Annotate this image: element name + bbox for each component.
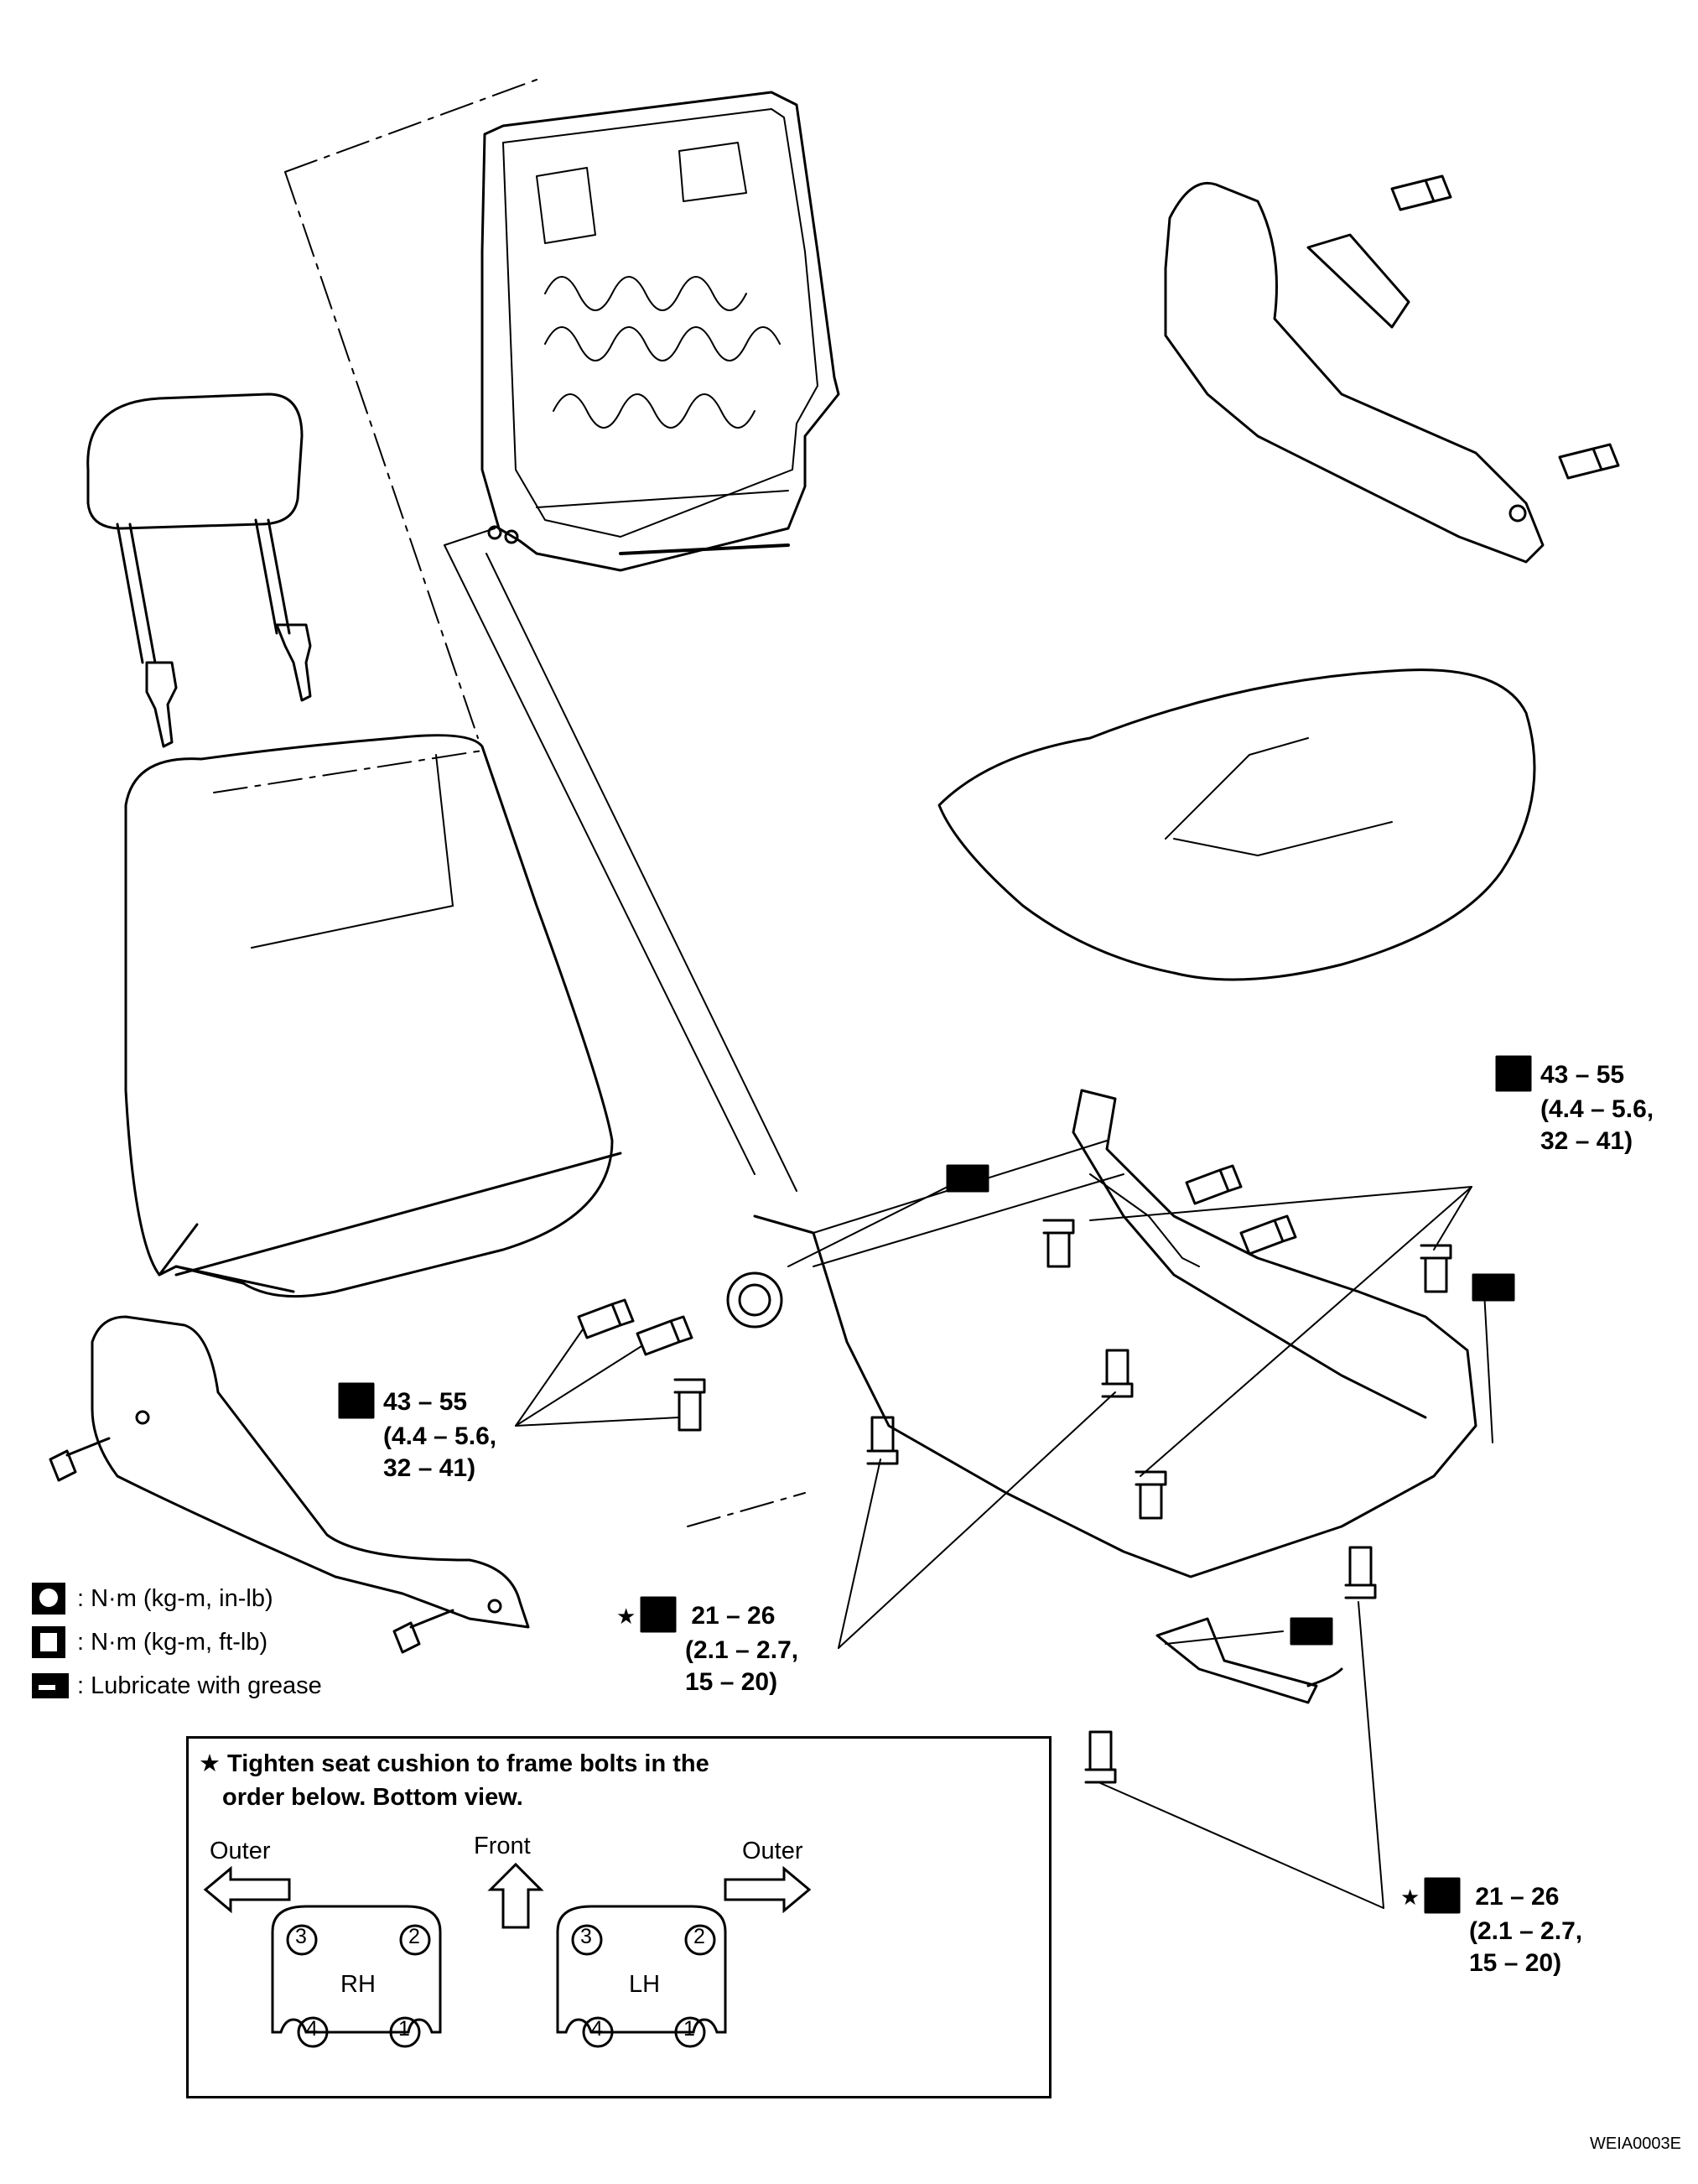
torque-wrench-icon — [1431, 1879, 1468, 1916]
seatback-cushion — [124, 734, 622, 1298]
torque-spec-upper-right: 43 – 55 (4.4 – 5.6, 32 – 41) — [1497, 1057, 1654, 1157]
seatback-frame — [480, 91, 840, 572]
bolt-number: 3 — [580, 1925, 592, 1948]
torque-wrench-in-lb-icon — [32, 1583, 65, 1615]
torque-value: 21 – 26 — [691, 1602, 776, 1630]
inset-title: ★ Tighten seat cushion to frame bolts in… — [199, 1747, 709, 1814]
bolt-icons — [49, 174, 1620, 1784]
seat-cushion — [937, 668, 1536, 981]
arrow-up-icon — [487, 1862, 544, 1929]
torque-value-ftlb: 15 – 20) — [685, 1668, 778, 1696]
bolt-number: 3 — [295, 1925, 307, 1948]
recliner-cover-right — [1164, 181, 1545, 564]
torque-value-kgm: (4.4 – 5.6, — [383, 1422, 497, 1450]
torque-marker-icons — [338, 1055, 1532, 1914]
bolt-number: 4 — [591, 2017, 603, 2041]
seat-frame — [726, 1089, 1477, 1704]
arrow-right-icon — [724, 1865, 812, 1914]
bolt-order-inset: ★ Tighten seat cushion to frame bolts in… — [186, 1736, 1052, 2098]
torque-value: 43 – 55 — [1540, 1061, 1625, 1089]
torque-spec-lower-right: ★ 21 – 26 (2.1 – 2.7, 15 – 20) — [1400, 1879, 1582, 1979]
label-outer-right: Outer — [742, 1838, 803, 1864]
torque-value-kgm: (4.4 – 5.6, — [1540, 1095, 1654, 1123]
seat-outline-lh — [556, 1905, 727, 2034]
symbol-legend: : N·m (kg-m, in-lb) : N·m (kg-m, ft-lb) … — [30, 1577, 322, 1708]
torque-wrench-icon — [340, 1384, 376, 1421]
torque-value: 43 – 55 — [383, 1388, 468, 1416]
bolt-number: 2 — [693, 1925, 705, 1948]
star-marker: ★ — [1400, 1885, 1420, 1910]
legend-text: : Lubricate with grease — [77, 1672, 322, 1699]
torque-value-ftlb: 15 – 20) — [1469, 1949, 1562, 1977]
legend-text: : N·m (kg-m, in-lb) — [77, 1585, 273, 1612]
inset-diagram — [203, 1862, 812, 2048]
bolt-number: 4 — [306, 2017, 318, 2041]
torque-wrench-icon — [1497, 1057, 1534, 1094]
legend-item: : Lubricate with grease — [30, 1664, 322, 1708]
grease-marker-icons — [946, 1164, 1515, 1646]
recliner-cover-left — [91, 1315, 530, 1629]
bolt-number: 2 — [408, 1925, 420, 1948]
torque-wrench-icon — [647, 1598, 684, 1635]
torque-wrench-ft-lb-icon — [32, 1626, 65, 1658]
label-front: Front — [474, 1833, 531, 1859]
seat-outline-rh — [271, 1905, 442, 2034]
torque-value-ftlb: 32 – 41) — [383, 1454, 476, 1482]
seat-side-lh: LH — [629, 1971, 661, 1998]
inset-title-line1: ★ Tighten seat cushion to frame bolts in… — [199, 1750, 709, 1777]
legend-item: : N·m (kg-m, in-lb) — [30, 1577, 322, 1620]
arrow-left-icon — [203, 1865, 291, 1914]
headrest — [86, 393, 312, 748]
inset-title-line2: order below. Bottom view. — [222, 1784, 523, 1811]
bolt-number: 1 — [683, 2017, 695, 2041]
grease-gun-icon — [32, 1673, 69, 1698]
seat-side-rh: RH — [340, 1971, 376, 1998]
bolt-number: 1 — [398, 2017, 410, 2041]
legend-text: : N·m (kg-m, ft-lb) — [77, 1629, 268, 1656]
torque-spec-center-lower: ★ 21 – 26 (2.1 – 2.7, 15 – 20) — [616, 1598, 798, 1698]
torque-value: 21 – 26 — [1475, 1883, 1560, 1911]
legend-item: : N·m (kg-m, ft-lb) — [30, 1620, 322, 1664]
torque-value-kgm: (2.1 – 2.7, — [1469, 1917, 1583, 1945]
figure-code: WEIA0003E — [1590, 2135, 1681, 2153]
label-outer-left: Outer — [210, 1838, 271, 1864]
torque-value-ftlb: 32 – 41) — [1540, 1127, 1633, 1155]
torque-value-kgm: (2.1 – 2.7, — [685, 1636, 799, 1664]
torque-spec-left-middle: 43 – 55 (4.4 – 5.6, 32 – 41) — [340, 1384, 496, 1485]
star-marker: ★ — [616, 1604, 636, 1629]
